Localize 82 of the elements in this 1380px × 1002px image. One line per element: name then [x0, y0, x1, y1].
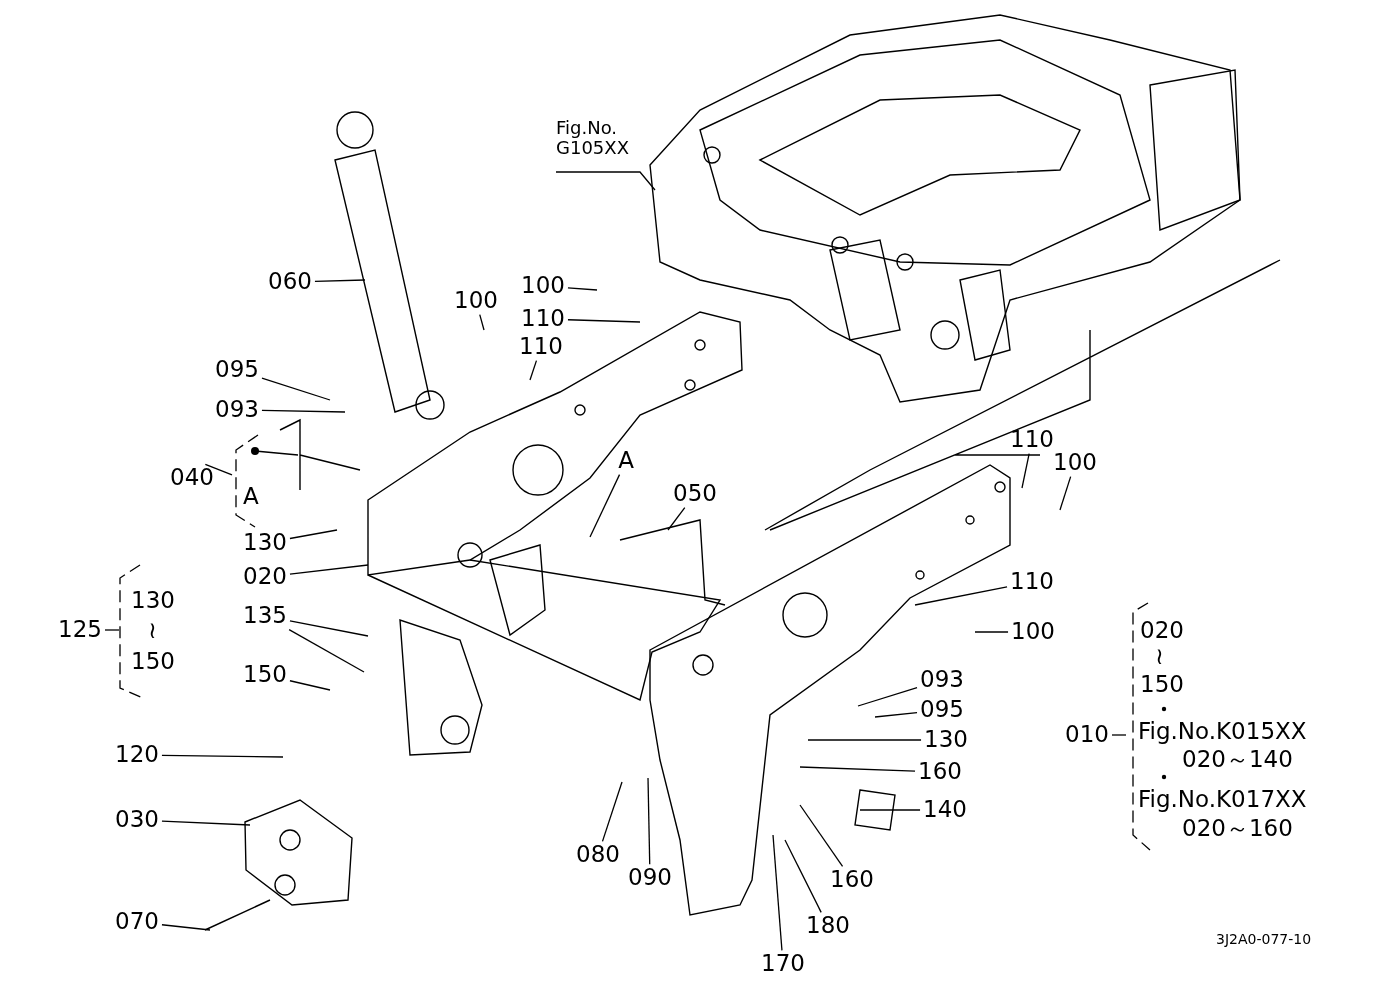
leader-line: [784, 839, 822, 913]
callout-number: 050: [673, 481, 717, 507]
note-text: 020～140: [1182, 747, 1293, 773]
leader-line: [589, 474, 621, 538]
leader-line: [974, 631, 1009, 633]
callout-number: 020: [243, 564, 287, 590]
leader-line: [914, 586, 1008, 606]
note-text: Fig.No.K015XX: [1138, 719, 1307, 745]
note-text: 150: [131, 649, 175, 675]
leader-line: [161, 820, 251, 826]
note-text: 020: [1140, 618, 1184, 644]
leader-line: [874, 711, 918, 718]
leader-line: [289, 680, 331, 691]
note-text: ≀: [148, 618, 157, 644]
callout-number: 110: [1010, 569, 1054, 595]
callout-number: 110: [521, 306, 565, 332]
leader-line: [807, 739, 922, 741]
callout-number: 095: [215, 357, 259, 383]
leader-line: [555, 171, 656, 191]
note-text: ≀: [1155, 644, 1164, 670]
callout-number: 160: [918, 759, 962, 785]
callout-number: 135: [243, 603, 287, 629]
leader-line: [314, 279, 366, 282]
leader-line: [204, 463, 233, 476]
leader-line: [161, 754, 284, 758]
leader-line: [104, 629, 120, 631]
callout-number: 100: [454, 288, 498, 314]
leader-line: [161, 924, 211, 931]
callout-number: 110: [1010, 427, 1054, 453]
drawing-number: 3J2A0-077-10: [1216, 932, 1312, 948]
view-marker: A: [243, 484, 259, 510]
leader-line: [647, 777, 651, 865]
callout-number: 130: [924, 727, 968, 753]
leader-line: [667, 507, 686, 531]
callout-number: 080: [576, 842, 620, 868]
leader-line: [1059, 476, 1072, 511]
leader-line: [859, 809, 921, 811]
callout-number: 093: [920, 667, 964, 693]
bracket: [235, 434, 260, 528]
leader-line: [289, 620, 369, 637]
callout-number: 010: [1065, 722, 1109, 748]
note-text: 020～160: [1182, 816, 1293, 842]
leader-line: [799, 804, 844, 867]
callout-number: 090: [628, 865, 672, 891]
callout-number: 125: [58, 617, 102, 643]
leader-line: [567, 287, 598, 291]
callout-number: 100: [1011, 619, 1055, 645]
callout-number: 150: [243, 662, 287, 688]
leader-line: [261, 377, 331, 401]
callout-number: 093: [215, 397, 259, 423]
callout-number: 095: [920, 697, 964, 723]
leader-line: [601, 781, 623, 842]
leader-line: [479, 314, 485, 331]
callout-number: 030: [115, 807, 159, 833]
callout-number: 170: [761, 951, 805, 977]
callout-number: 120: [115, 742, 159, 768]
callout-number: 060: [268, 269, 312, 295]
leader-line: [567, 319, 641, 323]
leader-line: [857, 687, 918, 707]
note-text: 150: [1140, 672, 1184, 698]
leader-line: [772, 834, 783, 951]
leader-line: [289, 564, 369, 575]
note-text: Fig.No.K017XX: [1138, 787, 1307, 813]
leader-line: [1021, 453, 1030, 489]
callout-number: 140: [923, 797, 967, 823]
callout-number: 100: [1053, 450, 1097, 476]
callout-number: 180: [806, 913, 850, 939]
leader-line: [289, 529, 338, 540]
note-text: 130: [131, 588, 175, 614]
callout-number: 040: [170, 465, 214, 491]
callout-number: 070: [115, 909, 159, 935]
leader-line: [529, 360, 538, 381]
leader-line: [261, 409, 346, 413]
callout-number: A: [618, 448, 634, 474]
callout-number: 110: [519, 334, 563, 360]
leader-line: [799, 766, 916, 772]
figure-reference: Fig.No. G105XX: [556, 118, 634, 158]
leader-line: [288, 629, 365, 673]
callout-number: 130: [243, 530, 287, 556]
leader-line: [1111, 734, 1127, 736]
callout-number: 100: [521, 273, 565, 299]
callout-number: 160: [830, 867, 874, 893]
